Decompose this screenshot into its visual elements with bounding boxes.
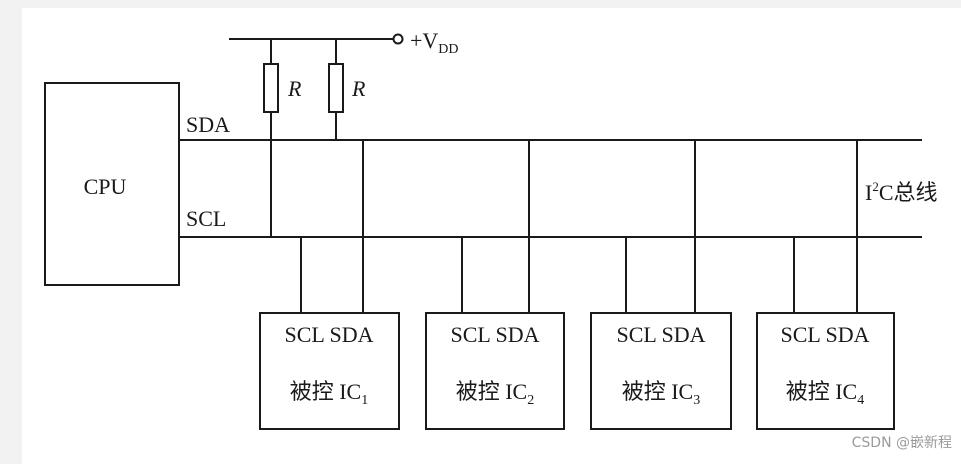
ic-1-pins: SCL SDA (284, 322, 373, 347)
ic-2-label: 被控 IC2 (456, 379, 535, 408)
sda-label: SDA (186, 112, 230, 137)
ic-2-block (425, 312, 565, 430)
ic-3-block (590, 312, 732, 430)
ic-4-block (756, 312, 895, 430)
resistor-2-label: R (351, 76, 366, 101)
ic-3-pins: SCL SDA (616, 322, 705, 347)
cpu-label: CPU (84, 174, 127, 199)
watermark: CSDN @嵌新程 (852, 435, 952, 451)
ic-4-label: 被控 IC4 (786, 379, 865, 408)
cpu-block (44, 82, 180, 286)
ic-1-label: 被控 IC1 (290, 379, 369, 408)
scl-label: SCL (186, 206, 226, 231)
ic-2-pins: SCL SDA (450, 322, 539, 347)
vdd-label: +VDD (410, 28, 459, 57)
bus-label: I2C总线 (865, 179, 938, 205)
ic-1-block (259, 312, 400, 430)
ic-4-pins: SCL SDA (780, 322, 869, 347)
resistor-2 (328, 63, 344, 113)
resistor-1 (263, 63, 279, 113)
ic-3-label: 被控 IC3 (622, 379, 701, 408)
vdd-terminal (392, 33, 404, 45)
resistor-1-label: R (287, 76, 302, 101)
